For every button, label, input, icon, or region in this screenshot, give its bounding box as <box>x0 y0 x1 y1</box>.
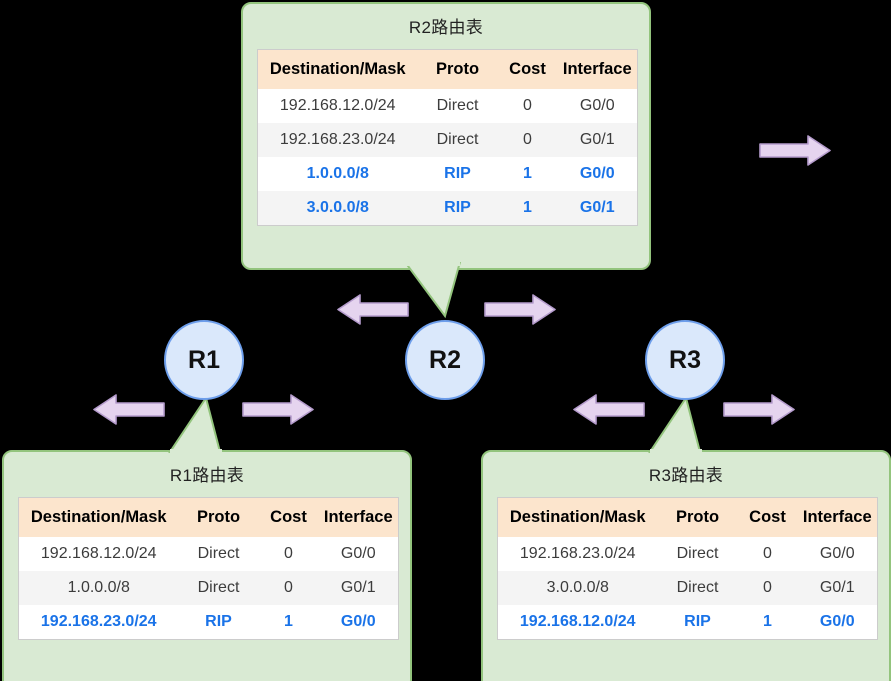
table-row: 3.0.0.0/8 Direct 0 G0/1 <box>497 571 878 605</box>
column-header-proto: Proto <box>657 497 738 537</box>
r3-callout-tail <box>648 398 702 455</box>
cell-destination: 3.0.0.0/8 <box>257 191 418 226</box>
arrow-r2-right-icon <box>484 294 556 325</box>
cell-destination: 3.0.0.0/8 <box>497 571 658 605</box>
table-header-row: Destination/Mask Proto Cost Interface <box>257 49 638 89</box>
column-header-destination: Destination/Mask <box>257 49 418 89</box>
cell-cost: 1 <box>497 191 558 226</box>
cell-proto: RIP <box>417 191 498 226</box>
cell-interface: G0/0 <box>797 537 878 571</box>
arrow-r1-right-icon <box>242 394 314 425</box>
cell-proto: RIP <box>657 605 738 640</box>
cell-cost: 0 <box>737 537 798 571</box>
router-node-r2[interactable]: R2 <box>405 320 485 400</box>
r1-table-title: R1路由表 <box>169 466 245 485</box>
router-node-r1[interactable]: R1 <box>164 320 244 400</box>
table-row: 3.0.0.0/8 RIP 1 G0/1 <box>257 191 638 226</box>
cell-interface: G0/1 <box>797 571 878 605</box>
cell-cost: 0 <box>497 89 558 123</box>
cell-proto: RIP <box>417 157 498 191</box>
cell-destination: 192.168.23.0/24 <box>497 537 658 571</box>
table-row: 192.168.12.0/24 Direct 0 G0/0 <box>18 537 399 571</box>
cell-proto: RIP <box>178 605 259 640</box>
cell-destination: 192.168.23.0/24 <box>18 605 179 640</box>
cell-interface: G0/0 <box>557 89 638 123</box>
router-label-r2: R2 <box>429 345 461 374</box>
cell-proto: Direct <box>657 537 738 571</box>
r3-table-title: R3路由表 <box>648 466 724 485</box>
cell-interface: G0/0 <box>318 537 399 571</box>
cell-cost: 0 <box>258 537 319 571</box>
r2-routing-table-callout: R2路由表 Destination/Mask Proto Cost Interf… <box>241 2 651 270</box>
cell-interface: G0/1 <box>557 191 638 226</box>
cell-cost: 0 <box>258 571 319 605</box>
r2-callout-tail <box>405 262 462 319</box>
r1-routing-table-callout: R1路由表 Destination/Mask Proto Cost Interf… <box>2 450 412 681</box>
table-row: 1.0.0.0/8 RIP 1 G0/0 <box>257 157 638 191</box>
table-header-row: Destination/Mask Proto Cost Interface <box>18 497 399 537</box>
r2-table-title: R2路由表 <box>408 18 484 37</box>
column-header-interface: Interface <box>318 497 399 537</box>
table-row: 192.168.12.0/24 Direct 0 G0/0 <box>257 89 638 123</box>
table-row: 192.168.23.0/24 RIP 1 G0/0 <box>18 605 399 640</box>
table-row: 192.168.23.0/24 Direct 0 G0/0 <box>497 537 878 571</box>
cell-cost: 0 <box>497 123 558 157</box>
cell-cost: 0 <box>737 571 798 605</box>
cell-proto: Direct <box>178 537 259 571</box>
cell-cost: 1 <box>258 605 319 640</box>
cell-interface: G0/1 <box>557 123 638 157</box>
cell-destination: 192.168.23.0/24 <box>257 123 418 157</box>
router-label-r1: R1 <box>188 345 220 374</box>
cell-proto: Direct <box>417 123 498 157</box>
column-header-destination: Destination/Mask <box>497 497 658 537</box>
cell-proto: Direct <box>178 571 259 605</box>
arrow-r1-left-icon <box>93 394 165 425</box>
column-header-cost: Cost <box>258 497 319 537</box>
column-header-interface: Interface <box>557 49 638 89</box>
cell-cost: 1 <box>737 605 798 640</box>
cell-interface: G0/0 <box>557 157 638 191</box>
column-header-proto: Proto <box>178 497 259 537</box>
cell-interface: G0/0 <box>797 605 878 640</box>
r1-callout-tail <box>168 398 222 455</box>
router-label-r3: R3 <box>669 345 701 374</box>
arrow-r3-left-icon <box>573 394 645 425</box>
cell-proto: Direct <box>417 89 498 123</box>
cell-cost: 1 <box>497 157 558 191</box>
table-row: 192.168.23.0/24 Direct 0 G0/1 <box>257 123 638 157</box>
column-header-destination: Destination/Mask <box>18 497 179 537</box>
table-row: 192.168.12.0/24 RIP 1 G0/0 <box>497 605 878 640</box>
column-header-cost: Cost <box>497 49 558 89</box>
router-node-r3[interactable]: R3 <box>645 320 725 400</box>
cell-interface: G0/0 <box>318 605 399 640</box>
cell-destination: 1.0.0.0/8 <box>18 571 179 605</box>
column-header-proto: Proto <box>417 49 498 89</box>
r2-routing-table: Destination/Mask Proto Cost Interface 19… <box>257 49 638 226</box>
cell-destination: 192.168.12.0/24 <box>18 537 179 571</box>
cell-proto: Direct <box>657 571 738 605</box>
column-header-interface: Interface <box>797 497 878 537</box>
r3-routing-table-callout: R3路由表 Destination/Mask Proto Cost Interf… <box>481 450 891 681</box>
cell-interface: G0/1 <box>318 571 399 605</box>
table-row: 1.0.0.0/8 Direct 0 G0/1 <box>18 571 399 605</box>
column-header-cost: Cost <box>737 497 798 537</box>
cell-destination: 192.168.12.0/24 <box>497 605 658 640</box>
r3-routing-table: Destination/Mask Proto Cost Interface 19… <box>497 497 878 640</box>
arrow-top-right-icon <box>759 135 831 166</box>
table-header-row: Destination/Mask Proto Cost Interface <box>497 497 878 537</box>
r1-routing-table: Destination/Mask Proto Cost Interface 19… <box>18 497 399 640</box>
arrow-r3-right-icon <box>723 394 795 425</box>
cell-destination: 192.168.12.0/24 <box>257 89 418 123</box>
cell-destination: 1.0.0.0/8 <box>257 157 418 191</box>
arrow-r2-left-icon <box>337 294 409 325</box>
